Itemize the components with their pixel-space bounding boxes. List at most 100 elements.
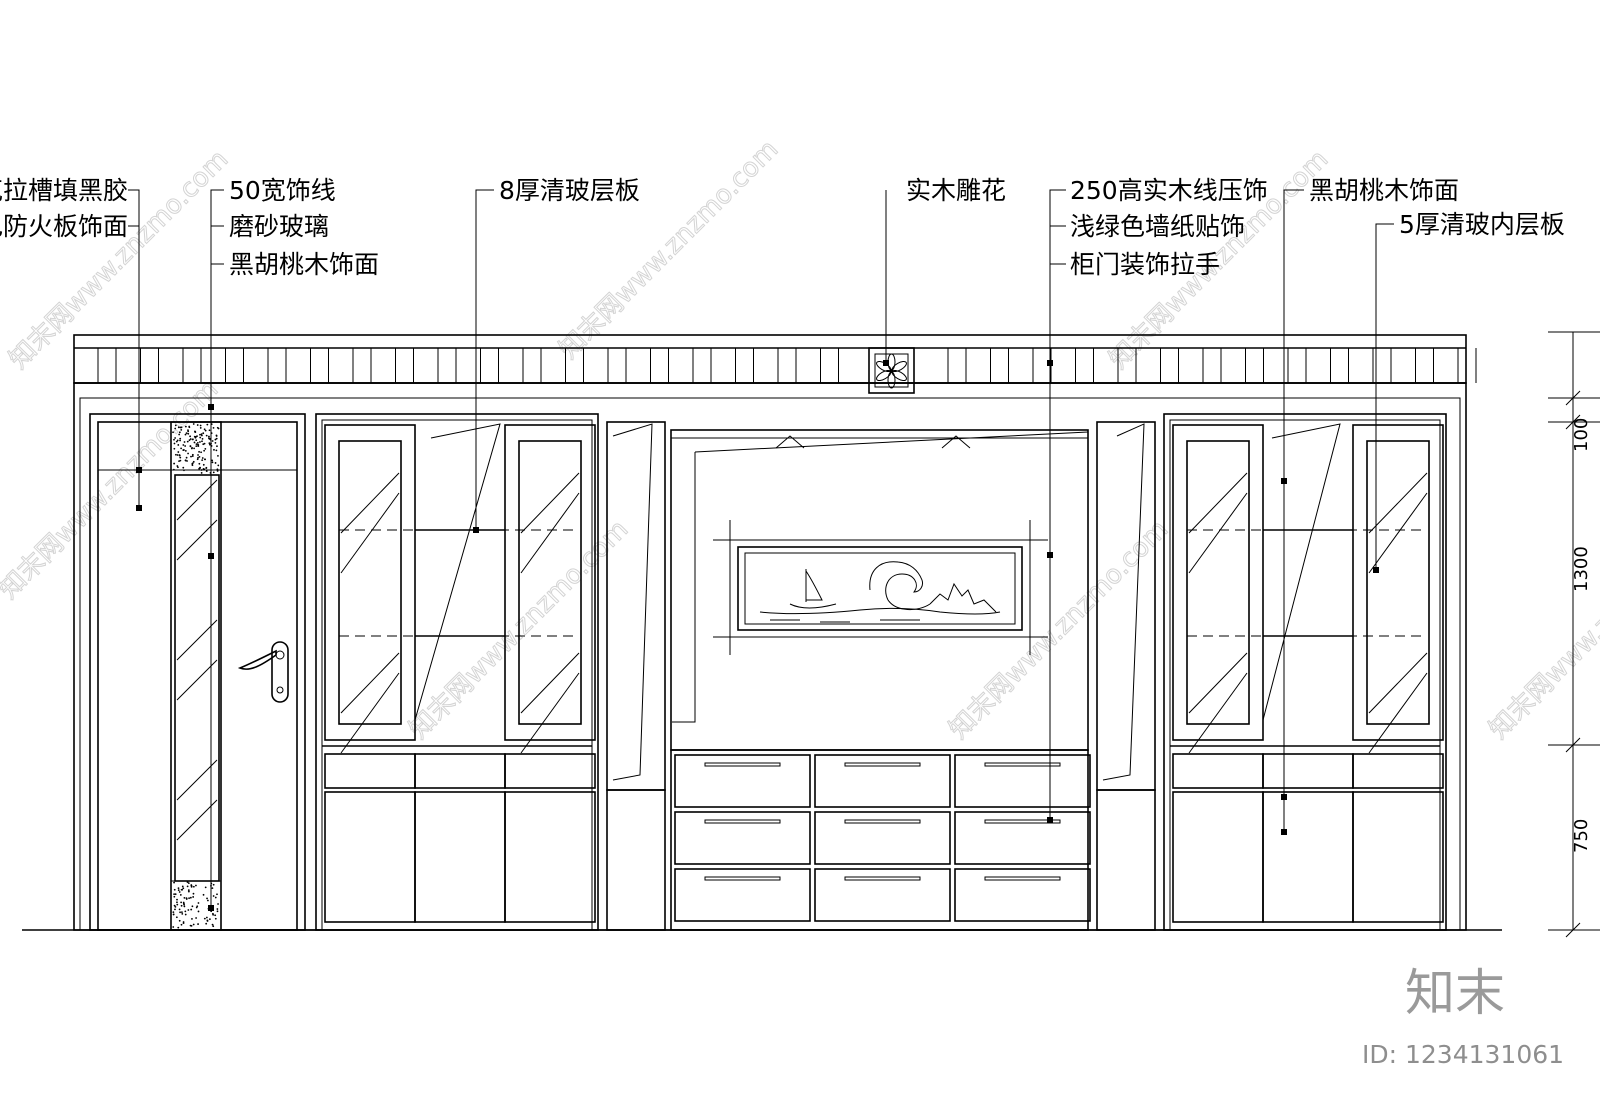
frosted-speck [178, 433, 181, 436]
frosted-speck [173, 893, 176, 896]
frosted-speck [189, 438, 192, 440]
frosted-speck [214, 896, 217, 899]
glass-hatch-line [1368, 492, 1428, 574]
glass-hatch-line [1188, 672, 1248, 754]
frosted-speck [191, 918, 193, 920]
label-walnut-veneer-right: 黑胡桃木饰面 [1309, 176, 1459, 205]
frosted-speck [215, 437, 218, 440]
label-wood-carving: 实木雕花 [906, 176, 1006, 205]
frosted-speck [216, 426, 219, 429]
frosted-speck [177, 444, 180, 446]
drawer-front [954, 811, 1091, 865]
lower-panel [324, 753, 416, 789]
drawer-handle [704, 876, 781, 881]
glass-pane [1186, 440, 1250, 725]
frosted-speck [172, 911, 175, 914]
glass-pane [1366, 440, 1430, 725]
leader-lines [128, 189, 1394, 911]
frosted-speck [179, 437, 182, 440]
frosted-speck [173, 462, 176, 465]
frosted-speck [208, 442, 211, 445]
frosted-speck [201, 457, 204, 459]
frosted-speck [173, 881, 175, 884]
frosted-speck [173, 895, 176, 898]
frosted-speck [208, 918, 211, 921]
frosted-speck [205, 470, 208, 473]
brand-watermark: 知末 [1405, 964, 1505, 1022]
drawer-handle [844, 762, 921, 767]
frosted-speck [178, 919, 181, 922]
frosted-speck [205, 466, 208, 469]
narrow-column-base [606, 789, 666, 931]
frosted-speck [172, 926, 175, 928]
frosted-speck [197, 454, 199, 456]
frosted-speck [187, 430, 190, 433]
annotation-labels: 克拉槽填黑胶 色防火板饰面 50宽饰线 磨砂玻璃 黑胡桃木饰面 8厚清玻层板 实… [0, 176, 1565, 279]
frosted-speck [202, 432, 205, 435]
center-recess [670, 429, 1089, 751]
narrow-column [1096, 421, 1156, 791]
frosted-speck [188, 439, 191, 442]
frosted-speck [176, 439, 179, 442]
frosted-speck [185, 432, 188, 435]
frosted-speck [182, 444, 185, 446]
frosted-speck [195, 917, 198, 919]
lower-panel [414, 791, 506, 923]
cabinet-groups [315, 413, 1447, 931]
frosted-speck [186, 460, 188, 462]
frosted-speck [217, 464, 220, 467]
frosted-speck [178, 454, 181, 456]
frosted-speck [200, 472, 203, 474]
label-door-handles: 柜门装饰拉手 [1070, 250, 1220, 279]
frosted-speck [190, 885, 193, 888]
frosted-speck [191, 905, 194, 908]
frosted-speck [174, 427, 177, 430]
frosted-speck [203, 917, 206, 920]
wall-frame [73, 382, 1467, 931]
frosted-speck [201, 459, 204, 462]
frosted-speck [190, 447, 193, 450]
frosted-speck [181, 912, 184, 915]
glass-hatch-line [520, 492, 580, 574]
frosted-speck [195, 884, 197, 887]
frosted-speck [177, 887, 180, 890]
frosted-speck [207, 899, 209, 902]
glass-door [324, 424, 416, 741]
frosted-speck [206, 897, 208, 900]
frosted-speck [190, 908, 193, 911]
drawer-handle [844, 876, 921, 881]
frosted-speck [188, 897, 191, 900]
drawer-handle [844, 819, 921, 824]
frosted-speck [180, 923, 183, 926]
frosted-speck [175, 916, 178, 919]
frosted-speck [212, 471, 215, 474]
frosted-speck [174, 905, 177, 908]
frosted-speck [174, 453, 177, 456]
dimension-1300: 1300 [1571, 546, 1592, 592]
frosted-speck [208, 435, 210, 438]
glass-door [1352, 424, 1444, 741]
frosted-speck [217, 454, 219, 457]
frosted-speck [174, 437, 177, 439]
frosted-speck [173, 442, 176, 445]
frosted-speck [195, 443, 198, 446]
frosted-speck [184, 433, 187, 436]
frosted-speck [178, 908, 181, 911]
frosted-speck [216, 445, 218, 448]
glass-hatch-line [1368, 672, 1428, 754]
frosted-speck [197, 923, 199, 925]
frosted-speck [177, 926, 180, 929]
frosted-speck [193, 441, 196, 444]
frosted-speck [190, 455, 192, 458]
label-250-wood-trim: 250高实木线压饰 [1070, 176, 1268, 205]
frosted-speck [180, 447, 183, 450]
frosted-speck [211, 923, 214, 926]
frosted-speck [172, 913, 175, 916]
frosted-speck [211, 461, 214, 464]
frosted-speck [181, 885, 184, 888]
bookcase-right [1163, 413, 1447, 931]
frosted-speck [180, 904, 183, 907]
frosted-speck [206, 919, 209, 922]
lower-panel [1352, 791, 1444, 923]
